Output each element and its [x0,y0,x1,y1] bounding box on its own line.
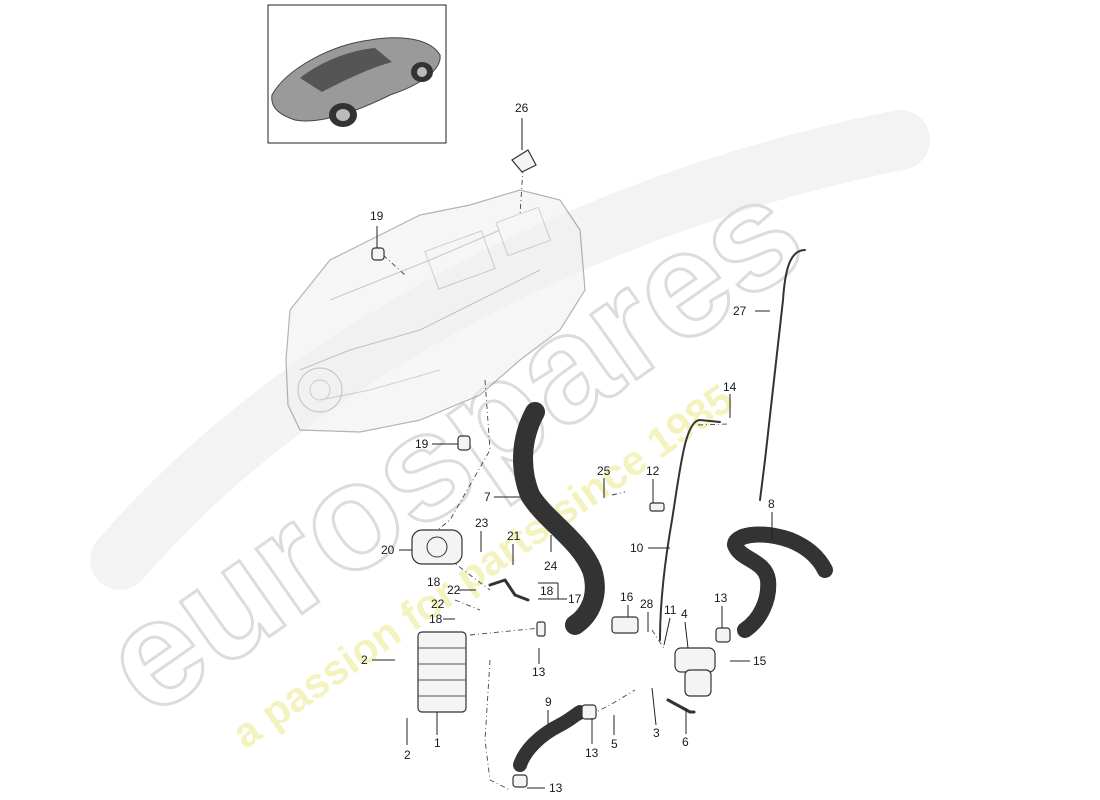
callout-19-bottom: 19 [415,437,429,451]
callout-22-a: 22 [447,583,461,597]
callout-16: 16 [620,590,634,604]
callout-20: 20 [381,543,395,557]
callout-2-a: 2 [361,653,368,667]
callout-12: 12 [646,464,660,478]
callout-22-b: 22 [431,597,445,611]
callout-24: 24 [544,559,558,573]
part-connector-16 [611,616,639,634]
callout-7: 7 [484,490,491,504]
callout-3: 3 [653,726,660,740]
part-clamp-12 [649,502,665,512]
callout-14: 14 [723,380,737,394]
callout-17: 17 [568,592,582,606]
callout-4: 4 [681,607,688,621]
part-oil-cooler-1 [417,631,467,713]
part-dipstick-27 [759,249,806,501]
callout-6: 6 [682,735,689,749]
vehicle-thumbnail [267,4,447,144]
part-vent-line-10 [659,419,721,641]
callout-25: 25 [597,464,611,478]
part-bracket-17 [488,578,530,602]
callout-5: 5 [611,737,618,751]
part-hose-8 [727,526,833,638]
callout-28: 28 [640,597,654,611]
part-plug-19a [371,247,385,261]
callout-8: 8 [768,497,775,511]
callout-13-a: 13 [714,591,728,605]
part-pump-20 [411,529,463,565]
part-plug-19b [457,435,471,451]
callout-13-b: 13 [532,665,546,679]
part-thermostat-4 [674,647,716,697]
callout-2-b: 2 [404,748,411,762]
part-pipe-6 [666,698,696,714]
callout-18-c: 18 [429,612,443,626]
callout-23: 23 [475,516,489,530]
callout-labels: 26 19 27 14 19 12 25 7 8 23 21 10 20 24 … [361,101,775,795]
callout-19-top: 19 [370,209,384,223]
part-hose-7 [513,402,605,635]
callout-21: 21 [507,529,521,543]
callout-13-c: 13 [585,746,599,760]
callout-26: 26 [515,101,529,115]
callout-18-b: 18 [540,584,554,598]
callout-1: 1 [434,736,441,750]
callout-10: 10 [630,541,644,555]
callout-27: 27 [733,304,747,318]
callout-9: 9 [545,695,552,709]
car-icon [271,37,441,127]
callout-11: 11 [664,603,677,617]
leader-lines [372,118,773,789]
part-clamps-13 [512,621,731,788]
part-bracket-26 [511,149,537,173]
part-hose-9 [513,705,587,772]
transmission-housing [285,189,586,433]
callout-13-d: 13 [549,781,563,795]
callout-15: 15 [753,654,767,668]
callout-18-a: 18 [427,575,441,589]
